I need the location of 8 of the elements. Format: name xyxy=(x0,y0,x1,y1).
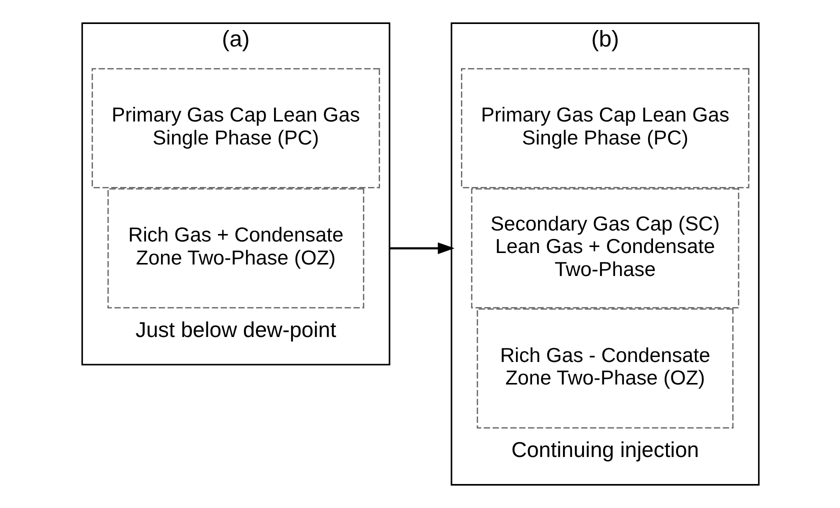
node-box: Secondary Gas Cap (SC) Lean Gas + Condensate Two-Phase xyxy=(470,188,739,308)
node-box: Rich Gas - Condensate Zone Two-Phase (OZ) xyxy=(476,308,734,429)
node-box: Primary Gas Cap Lean Gas Single Phase (PC) xyxy=(460,68,749,188)
node-label: Continuing injection xyxy=(510,438,698,462)
node-box: Primary Gas Cap Lean Gas Single Phase (PC) xyxy=(91,68,380,188)
node-label: Just below dew-point xyxy=(134,318,336,342)
node-box: Rich Gas + Condensate Zone Two-Phase (OZ) xyxy=(106,188,364,308)
arrow xyxy=(389,242,454,254)
